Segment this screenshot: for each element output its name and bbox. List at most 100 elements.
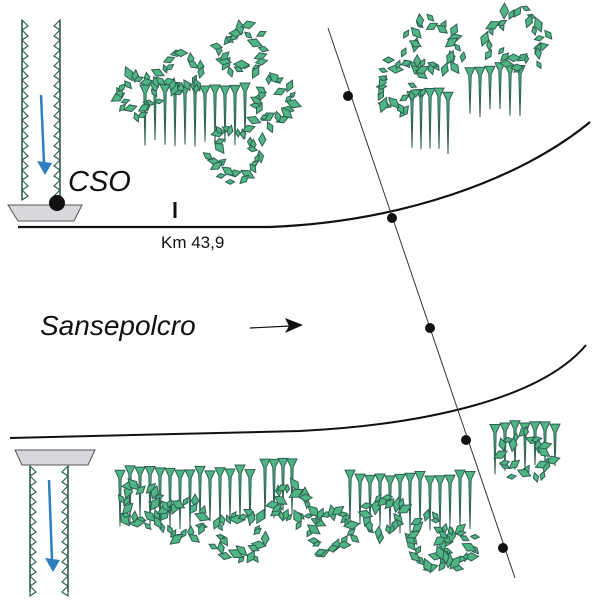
reed bbox=[489, 424, 501, 475]
leaf bbox=[120, 98, 131, 104]
leaf bbox=[215, 534, 226, 540]
reed bbox=[224, 468, 236, 520]
leaf bbox=[349, 534, 360, 543]
reed bbox=[433, 87, 445, 149]
wall-tooth bbox=[21, 178, 29, 192]
leaf bbox=[377, 75, 389, 82]
leaf bbox=[402, 29, 410, 39]
leaf bbox=[257, 45, 270, 53]
reed bbox=[354, 473, 366, 525]
reed bbox=[549, 423, 561, 467]
leaf bbox=[155, 76, 166, 86]
leaf bbox=[226, 124, 234, 137]
leaf bbox=[304, 499, 311, 510]
leaf bbox=[435, 544, 445, 561]
wall-tooth bbox=[61, 524, 69, 538]
leaf bbox=[215, 125, 223, 135]
reed bbox=[504, 64, 516, 116]
leaf bbox=[410, 26, 422, 39]
wall-tooth bbox=[21, 188, 29, 202]
leaf bbox=[408, 89, 416, 102]
wall-tooth bbox=[61, 514, 69, 528]
leaf bbox=[132, 75, 145, 83]
wall-tooth bbox=[53, 28, 61, 42]
leaf bbox=[415, 12, 425, 29]
wall-tooth bbox=[61, 484, 69, 498]
leaf bbox=[533, 16, 543, 33]
leaf bbox=[295, 520, 302, 531]
leaf bbox=[306, 524, 321, 535]
leaf bbox=[485, 21, 501, 30]
leaf bbox=[342, 520, 361, 530]
leaf bbox=[235, 19, 245, 37]
reed bbox=[219, 85, 231, 143]
reed bbox=[194, 465, 206, 522]
wall-tooth bbox=[21, 148, 29, 162]
leaf bbox=[247, 510, 256, 526]
leaf bbox=[255, 86, 268, 94]
leaf bbox=[246, 38, 263, 48]
reed bbox=[464, 470, 476, 530]
reed bbox=[229, 84, 241, 146]
leaf bbox=[235, 127, 241, 139]
reed bbox=[214, 467, 226, 528]
leaf bbox=[408, 551, 421, 562]
cso-channel-top bbox=[7, 18, 83, 222]
leaf bbox=[233, 66, 244, 73]
leaf bbox=[153, 98, 165, 105]
leaf bbox=[259, 114, 269, 120]
leaf bbox=[415, 545, 422, 555]
leaf bbox=[214, 138, 226, 145]
leaf bbox=[433, 535, 447, 546]
reed bbox=[464, 67, 476, 114]
reed bbox=[199, 85, 211, 142]
leaf bbox=[400, 59, 413, 67]
leaf bbox=[139, 78, 154, 87]
bush bbox=[150, 48, 205, 97]
wall-tooth bbox=[21, 158, 29, 172]
wall-tooth bbox=[29, 514, 37, 528]
leaf bbox=[123, 104, 138, 113]
leaf bbox=[374, 493, 382, 503]
leaf bbox=[241, 124, 256, 133]
wall-tooth bbox=[61, 494, 69, 508]
leaf bbox=[265, 73, 272, 86]
wall-tooth bbox=[29, 474, 37, 488]
reed bbox=[268, 458, 280, 519]
flow-arrowhead-icon bbox=[45, 558, 60, 572]
wall-tooth bbox=[21, 48, 29, 62]
flow-arrowhead-icon bbox=[37, 161, 52, 175]
wall-tooth bbox=[29, 534, 37, 548]
leaf bbox=[426, 13, 435, 22]
section-point bbox=[425, 323, 435, 333]
section-point bbox=[387, 213, 397, 223]
bush bbox=[492, 425, 561, 484]
leaf bbox=[227, 549, 244, 559]
leaf bbox=[536, 447, 551, 458]
leaf bbox=[415, 65, 430, 74]
reed bbox=[444, 474, 456, 526]
bush bbox=[433, 523, 481, 572]
cso-label: CSO bbox=[68, 166, 131, 198]
leaf bbox=[255, 30, 267, 37]
leaf bbox=[313, 548, 328, 556]
reed bbox=[484, 65, 496, 110]
wall-tooth bbox=[29, 484, 37, 498]
reed bbox=[234, 464, 246, 521]
leaf bbox=[253, 527, 262, 536]
leaf bbox=[127, 478, 140, 491]
wall-tooth bbox=[61, 464, 69, 478]
leaf bbox=[133, 111, 140, 123]
wall-tooth bbox=[21, 128, 29, 142]
leaf bbox=[143, 510, 156, 522]
leaf bbox=[400, 47, 407, 58]
leaf bbox=[246, 145, 259, 153]
leaf bbox=[117, 83, 126, 93]
channel-cap bbox=[14, 449, 96, 466]
leaf bbox=[284, 95, 293, 103]
wall-tooth bbox=[29, 464, 37, 478]
reed bbox=[184, 469, 196, 528]
leaf bbox=[256, 508, 265, 525]
reed bbox=[144, 466, 156, 526]
